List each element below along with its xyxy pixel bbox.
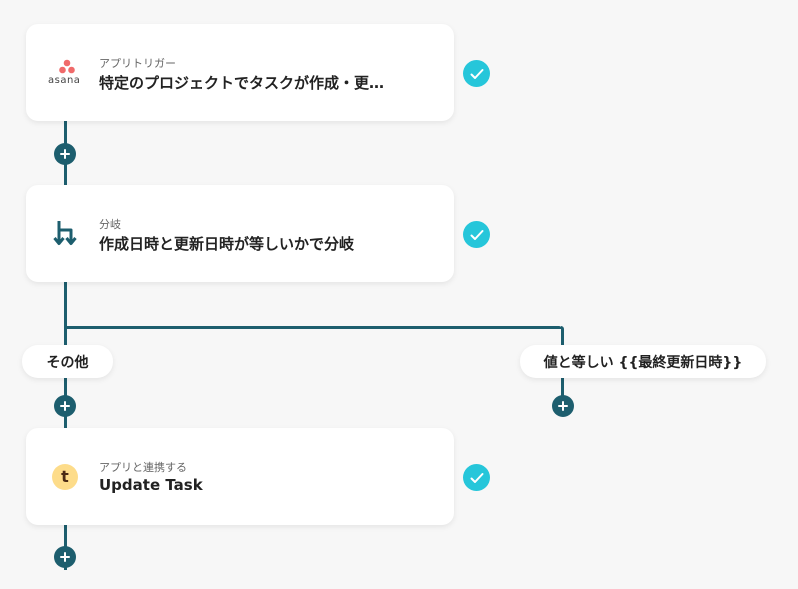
app-icon-letter: t bbox=[61, 467, 69, 486]
add-step-button[interactable] bbox=[552, 395, 574, 417]
check-icon bbox=[463, 464, 490, 491]
connector-line bbox=[64, 326, 562, 329]
check-icon bbox=[463, 221, 490, 248]
step-title: 作成日時と更新日時が等しいかで分岐 bbox=[99, 235, 355, 253]
app-icon: t bbox=[52, 464, 78, 490]
step-title: Update Task bbox=[99, 476, 203, 494]
step-card-branch[interactable]: 分岐 作成日時と更新日時が等しいかで分岐 bbox=[26, 185, 454, 282]
branch-icon bbox=[50, 217, 82, 249]
step-title: 特定のプロジェクトでタスクが作成・更… bbox=[99, 74, 385, 92]
step-subtitle: 分岐 bbox=[99, 218, 121, 231]
branch-label-equal[interactable]: 値と等しい {{最終更新日時}} bbox=[520, 345, 766, 378]
step-subtitle: アプリと連携する bbox=[99, 461, 187, 474]
check-icon bbox=[463, 60, 490, 87]
add-step-button[interactable] bbox=[54, 546, 76, 568]
branch-label-other[interactable]: その他 bbox=[22, 345, 113, 378]
step-card-trigger[interactable]: asana アプリトリガー 特定のプロジェクトでタスクが作成・更… bbox=[26, 24, 454, 121]
add-step-button[interactable] bbox=[54, 143, 76, 165]
asana-logo-text: asana bbox=[48, 75, 81, 86]
step-subtitle: アプリトリガー bbox=[99, 57, 176, 70]
step-card-app-action[interactable]: t アプリと連携する Update Task bbox=[26, 428, 454, 525]
add-step-button[interactable] bbox=[54, 395, 76, 417]
asana-icon: asana bbox=[48, 56, 82, 88]
